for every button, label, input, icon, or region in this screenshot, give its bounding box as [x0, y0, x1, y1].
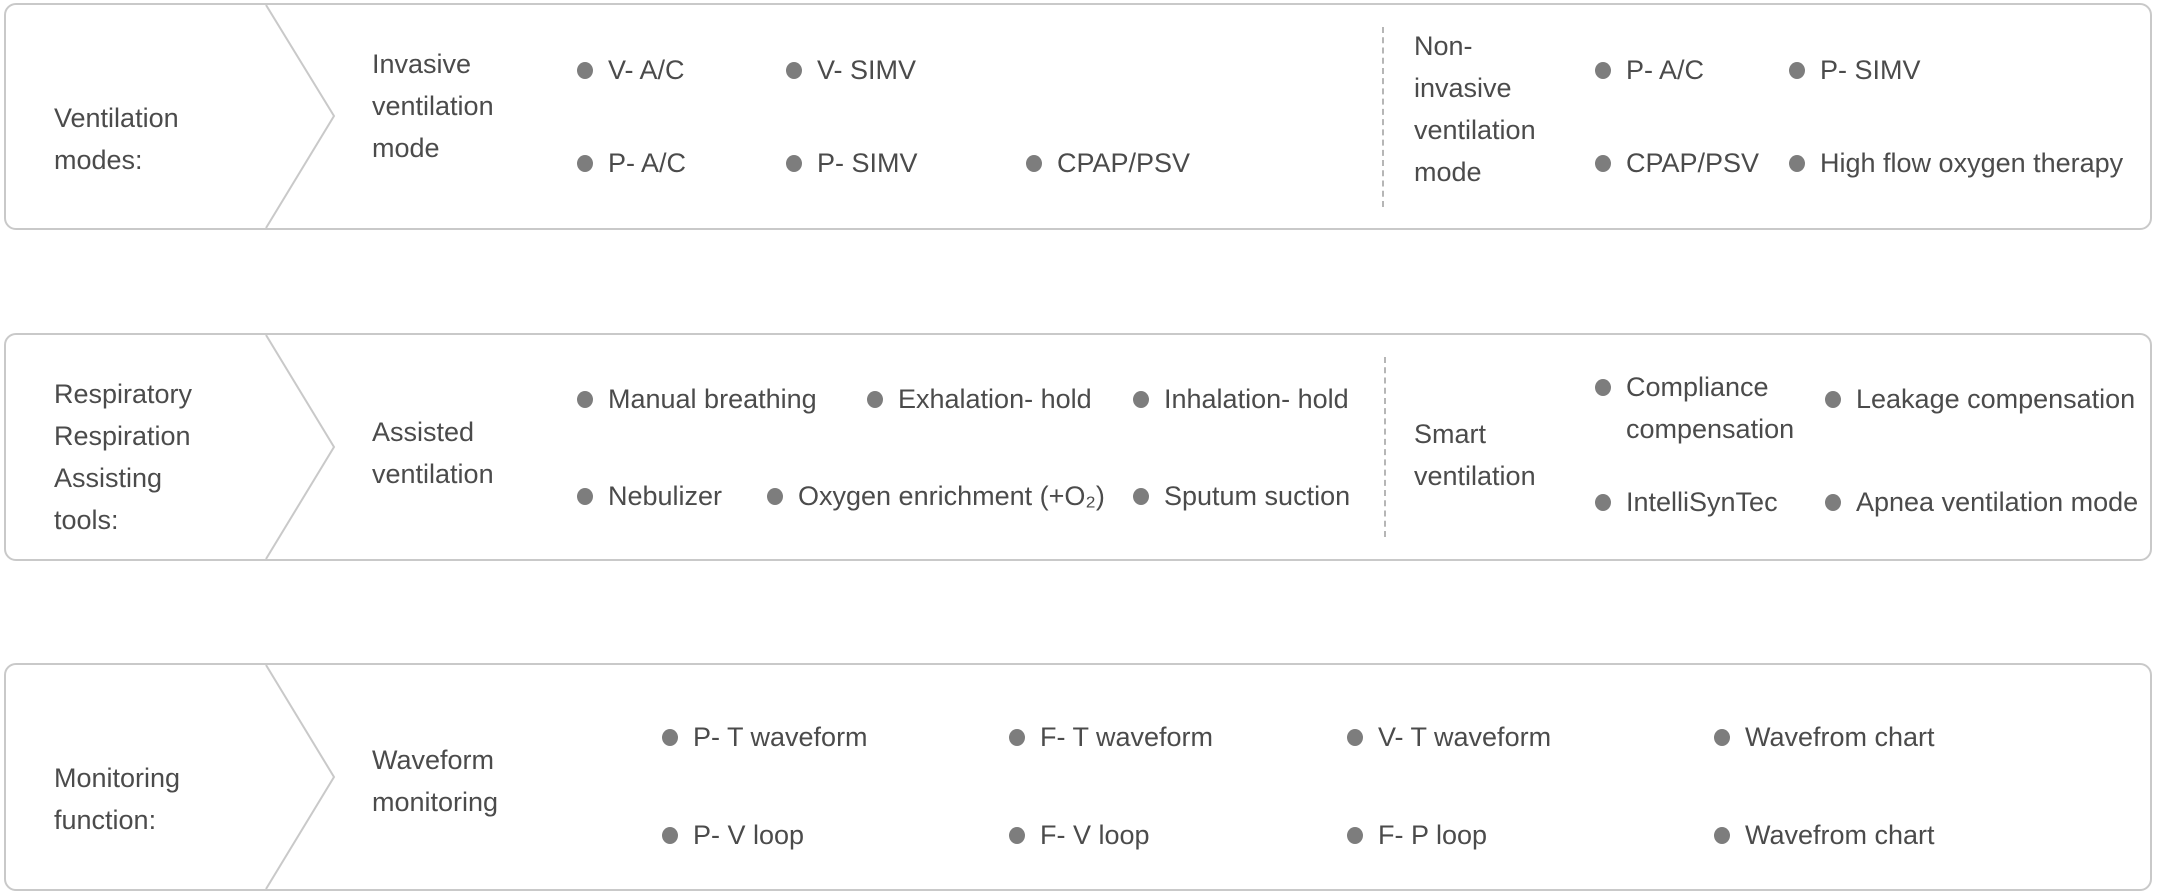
- bullet-icon: [1825, 390, 1841, 408]
- feature-item: P- A/C: [577, 143, 686, 183]
- bullet-icon: [662, 826, 678, 844]
- feature-item: P- T waveform: [662, 717, 868, 757]
- bullet-icon: [786, 61, 802, 79]
- feature-item-label: P- SIMV: [817, 148, 918, 178]
- feature-item: IntelliSynTec: [1595, 482, 1778, 522]
- feature-item: Wavefrom chart: [1714, 717, 1935, 757]
- feature-item: Exhalation- hold: [867, 379, 1092, 419]
- row-label-respiration-assisting-tools: Respiratory Respiration Assisting tools:: [54, 379, 193, 535]
- feature-item: P- SIMV: [786, 143, 918, 183]
- feature-item-label: F- T waveform: [1040, 722, 1214, 752]
- row-label-monitoring-function: Monitoring function:: [54, 763, 181, 835]
- feature-item: High flow oxygen therapy: [1789, 143, 2123, 183]
- feature-item-label: V- SIMV: [817, 55, 917, 85]
- group-label-smart-ventilation: Smart ventilation: [1414, 419, 1536, 491]
- bullet-icon: [1347, 728, 1363, 746]
- dashed-divider: [1382, 27, 1384, 207]
- feature-item-label: CPAP/PSV: [1626, 148, 1760, 178]
- group-label-waveform-monitoring: Waveform monitoring: [372, 745, 499, 817]
- bullet-icon: [767, 487, 783, 505]
- feature-item-label: Manual breathing: [608, 384, 817, 414]
- bullet-icon: [1133, 487, 1149, 505]
- feature-item-label: IntelliSynTec: [1626, 487, 1778, 517]
- bullet-icon: [1009, 728, 1025, 746]
- bullet-icon: [577, 390, 593, 408]
- feature-item: Manual breathing: [577, 379, 817, 419]
- bullet-icon: [577, 154, 593, 172]
- bullet-icon: [867, 390, 883, 408]
- feature-item: P- A/C: [1595, 50, 1704, 90]
- feature-item-label: F- P loop: [1378, 820, 1488, 850]
- feature-item-label: P- A/C: [1626, 55, 1705, 85]
- feature-item: Leakage compensation: [1825, 379, 2135, 419]
- bullet-icon: [1789, 61, 1805, 79]
- bullet-icon: [786, 154, 802, 172]
- feature-item: P- SIMV: [1789, 50, 1921, 90]
- bullet-icon: [1595, 61, 1611, 79]
- row-label-ventilation-modes: Ventilation modes:: [54, 103, 179, 175]
- feature-item-label: Nebulizer: [608, 481, 723, 511]
- panel-respiration-assisting-tools: Respiratory Respiration Assisting tools:…: [4, 333, 2152, 561]
- feature-item: F- V loop: [1009, 815, 1150, 855]
- feature-item: CPAP/PSV: [1026, 143, 1190, 183]
- feature-item-label: P- SIMV: [1820, 55, 1921, 85]
- feature-item: P- V loop: [662, 815, 804, 855]
- feature-item: V- SIMV: [786, 50, 916, 90]
- feature-item: Nebulizer: [577, 476, 722, 516]
- feature-item-label: V- A/C: [608, 55, 685, 85]
- feature-item: Sputum suction: [1133, 476, 1350, 516]
- feature-item: Wavefrom chart: [1714, 815, 1935, 855]
- feature-item: CPAP/PSV: [1595, 143, 1759, 183]
- bullet-icon: [1595, 493, 1611, 511]
- feature-item-label: Apnea ventilation mode: [1856, 487, 2139, 517]
- feature-item-label: Exhalation- hold: [898, 384, 1092, 414]
- feature-item-label: F- V loop: [1040, 820, 1150, 850]
- bullet-icon: [1026, 154, 1042, 172]
- feature-item-label: Wavefrom chart: [1745, 820, 1935, 850]
- feature-item-label: P- A/C: [608, 148, 687, 178]
- feature-item-label: High flow oxygen therapy: [1820, 148, 2124, 178]
- panel-monitoring-function: Monitoring function: Waveform monitoring…: [4, 663, 2152, 891]
- panel-ventilation-modes: Ventilation modes: Invasive ventilation …: [4, 3, 2152, 230]
- feature-item: F- T waveform: [1009, 717, 1213, 757]
- feature-item: Inhalation- hold: [1133, 379, 1349, 419]
- bullet-icon: [577, 487, 593, 505]
- feature-item-label: Compliance compensation: [1626, 372, 1795, 444]
- bullet-icon: [662, 728, 678, 746]
- group-label-non-invasive-ventilation-mode: Non- invasive ventilation mode: [1414, 31, 1536, 187]
- group-label-invasive-ventilation-mode: Invasive ventilation mode: [372, 49, 494, 163]
- bullet-icon: [1595, 154, 1611, 172]
- feature-item-label: V- T waveform: [1378, 722, 1552, 752]
- bullet-icon: [1714, 826, 1730, 844]
- bullet-icon: [1825, 493, 1841, 511]
- feature-item-label: P- V loop: [693, 820, 805, 850]
- bullet-icon: [1789, 154, 1805, 172]
- bullet-icon: [1347, 826, 1363, 844]
- dashed-divider: [1384, 357, 1386, 537]
- feature-item-label: Leakage compensation: [1856, 384, 2136, 414]
- feature-item: Compliance compensation: [1595, 366, 1794, 450]
- feature-item-label: Inhalation- hold: [1164, 384, 1349, 414]
- feature-item-label: Oxygen enrichment (+O₂): [798, 481, 1105, 511]
- feature-item: Apnea ventilation mode: [1825, 482, 2138, 522]
- bullet-icon: [1009, 826, 1025, 844]
- group-label-assisted-ventilation: Assisted ventilation: [372, 417, 494, 489]
- feature-item-label: Wavefrom chart: [1745, 722, 1935, 752]
- feature-item-label: CPAP/PSV: [1057, 148, 1191, 178]
- bullet-icon: [1133, 390, 1149, 408]
- bullet-icon: [1714, 728, 1730, 746]
- bullet-icon: [1595, 379, 1611, 396]
- feature-item-label: Sputum suction: [1164, 481, 1351, 511]
- feature-item: F- P loop: [1347, 815, 1487, 855]
- feature-item: V- A/C: [577, 50, 685, 90]
- feature-item: Oxygen enrichment (+O₂): [767, 476, 1105, 516]
- feature-item-label: P- T waveform: [693, 722, 868, 752]
- bullet-icon: [577, 61, 593, 79]
- feature-item: V- T waveform: [1347, 717, 1551, 757]
